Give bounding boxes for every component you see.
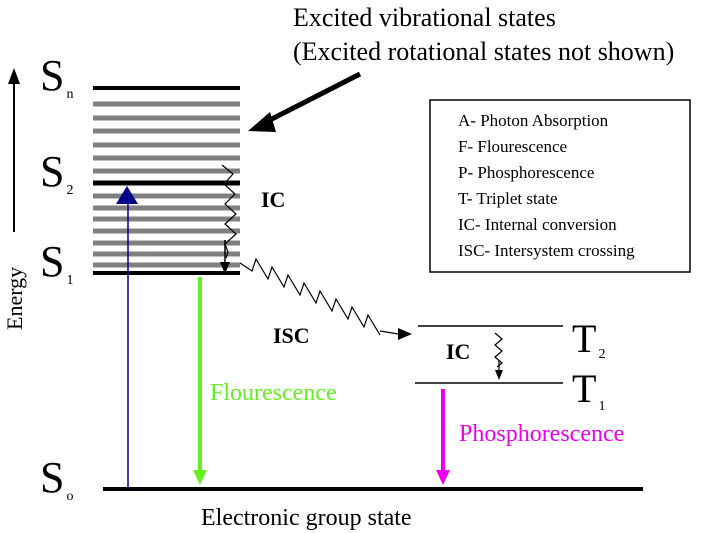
annotation-line-2: (Excited rotational states not shown)	[293, 37, 674, 66]
ground-state-label: Electronic group state	[201, 505, 412, 531]
isc-label: ISC	[273, 323, 310, 348]
annotation-line-1: Excited vibrational states	[293, 3, 556, 32]
fluorescence-arrow	[193, 277, 207, 485]
fluorescence-label: Flourescence	[210, 380, 337, 406]
energy-axis-label: Energy	[2, 267, 27, 330]
phosphorescence-label: Phosphorescence	[459, 421, 624, 447]
legend-item: A- Photon Absorption	[458, 111, 609, 130]
legend-item: T- Triplet state	[458, 189, 558, 208]
legend-item: IC- Internal conversion	[458, 215, 617, 234]
ic-singlet-arrow	[220, 164, 237, 274]
legend-item: ISC- Intersystem crossing	[458, 241, 635, 260]
legend-item: P- Phosphorescence	[458, 163, 594, 182]
legend-box	[429, 99, 691, 273]
legend: A- Photon Absorption F- Flourescence P- Ph…	[429, 99, 691, 273]
energy-axis: Energy	[2, 68, 27, 330]
vibrational-levels	[93, 101, 240, 268]
ic-triplet-arrow	[494, 332, 503, 380]
annotation-arrow	[248, 71, 362, 132]
energy-axis-arrowhead	[8, 68, 20, 84]
legend-item: F- Flourescence	[458, 137, 567, 156]
phosphorescence-arrow	[436, 389, 450, 485]
ic-singlet-label: IC	[261, 187, 285, 212]
absorption-arrow	[116, 186, 138, 489]
isc-arrow	[239, 257, 412, 340]
ic-triplet-label: IC	[446, 339, 470, 364]
